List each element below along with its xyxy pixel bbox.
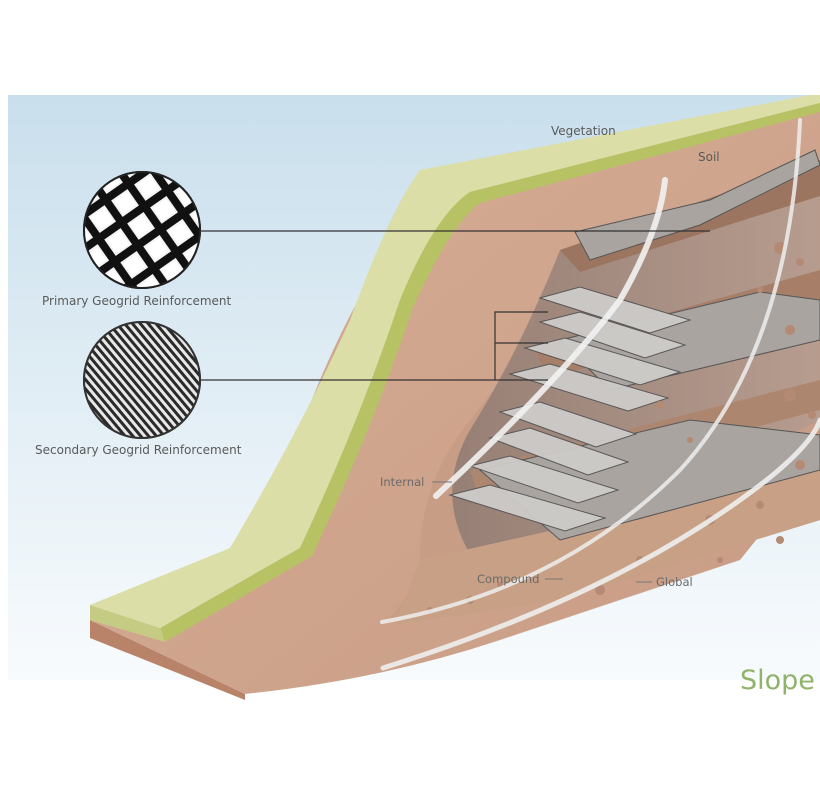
global-failure-label: Global (656, 575, 693, 589)
vegetation-label: Vegetation (551, 124, 616, 138)
global-failure-arc (380, 417, 820, 671)
primary-geogrid-label: Primary Geogrid Reinforcement (42, 294, 232, 308)
secondary-geogrid-upper-stack (508, 286, 692, 412)
vegetation-front (90, 605, 165, 642)
compound-failure-arc (380, 118, 802, 624)
internal-failure-arc (433, 177, 668, 499)
base-slab-front (90, 620, 245, 700)
primary-geogrid-sheet-1 (574, 149, 820, 261)
vegetation-side (160, 103, 820, 642)
secondary-geogrid-stripes-icon (83, 321, 201, 439)
secondary-leader-bracket (494, 311, 548, 380)
primary-geogrid-grid-icon (83, 171, 201, 289)
soil-pebbles (427, 242, 816, 613)
secondary-geogrid-lower-stack (448, 401, 638, 532)
vegetation-top (90, 95, 820, 628)
internal-failure-label: Internal (380, 475, 424, 489)
compound-failure-label: Compound (477, 572, 539, 586)
soil-label: Soil (698, 150, 720, 164)
diagram-title: Slope (740, 665, 815, 696)
secondary-geogrid-label: Secondary Geogrid Reinforcement (35, 443, 242, 457)
